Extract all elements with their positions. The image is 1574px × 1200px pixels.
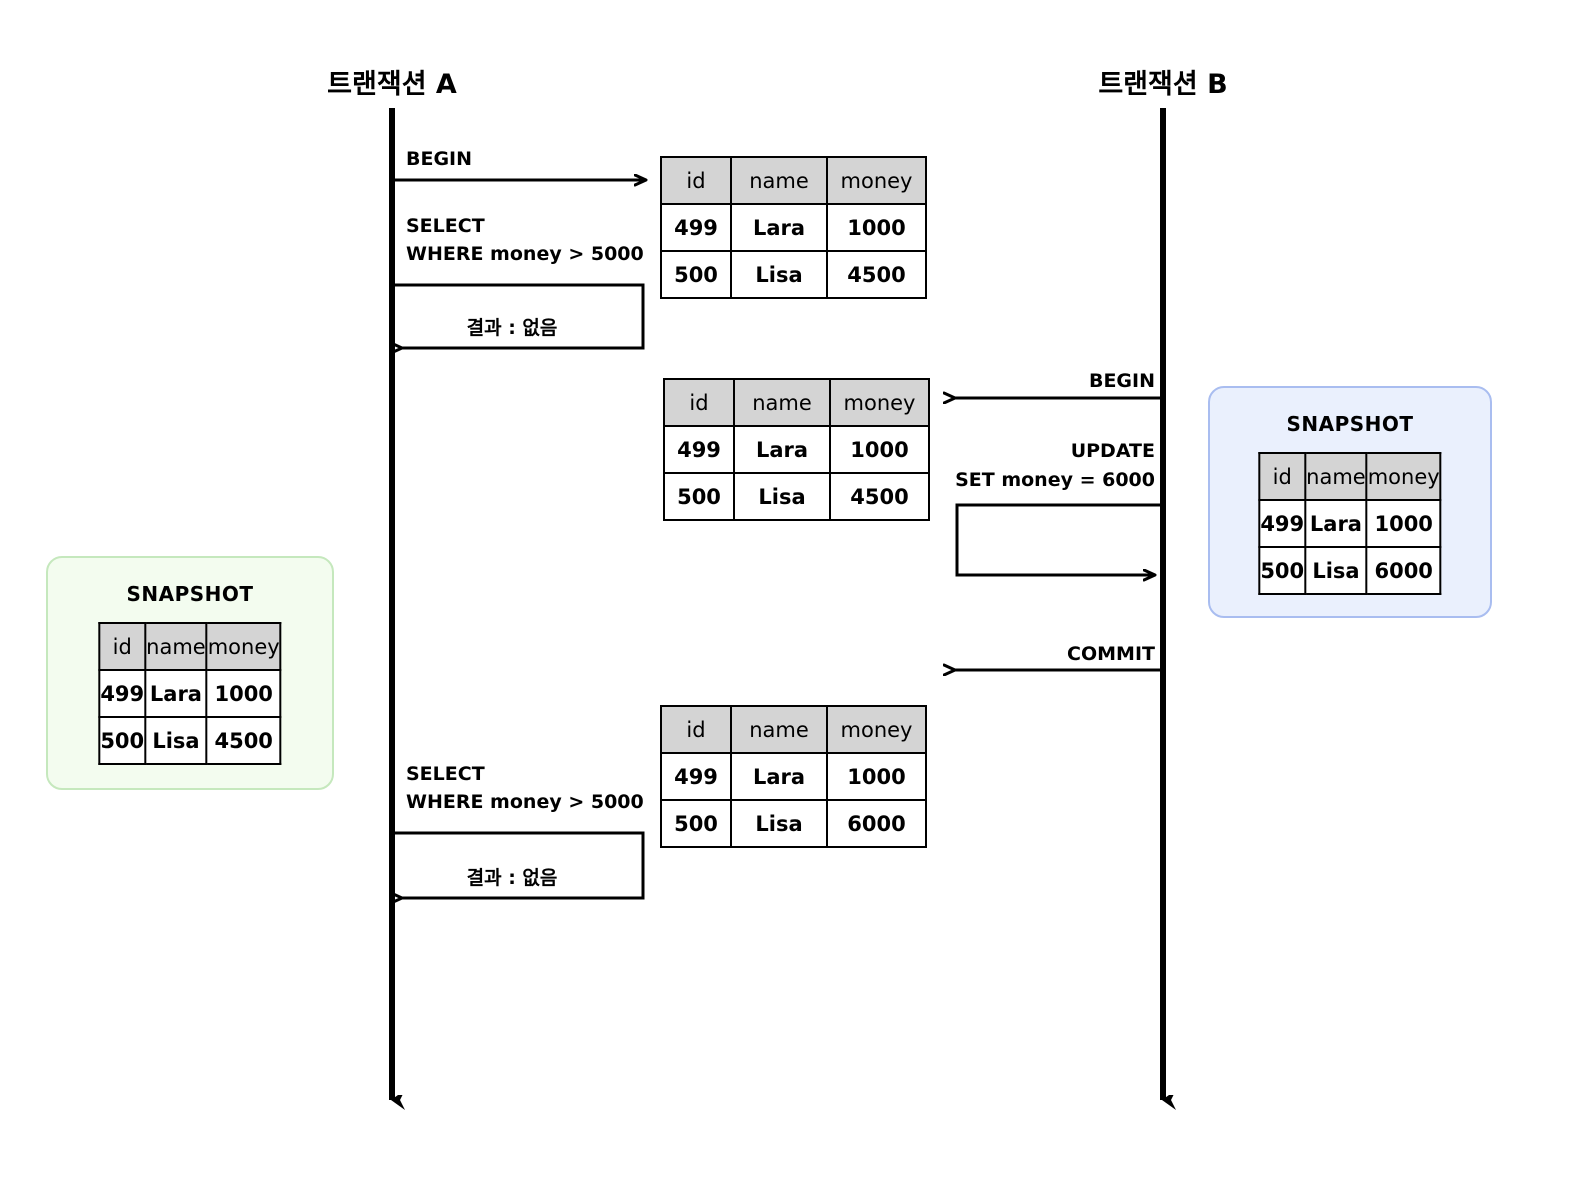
- snapshot-a-table: id name money 499 Lara 1000 500 Lisa 450…: [98, 622, 282, 765]
- cell-name: Lisa: [733, 472, 831, 521]
- table-header-row: id name money: [1258, 452, 1442, 501]
- cell-id: 500: [660, 250, 732, 299]
- col-header-name: name: [144, 622, 208, 671]
- db-state-table-top: id name money 499 Lara 1000 500 Lisa 450…: [660, 156, 927, 299]
- table-row: 499 Lara 1000: [660, 752, 927, 801]
- table-row: 500 Lisa 6000: [660, 799, 927, 848]
- cell-money: 1000: [829, 425, 930, 474]
- cell-name: Lisa: [1304, 546, 1368, 595]
- snapshot-b-title: SNAPSHOT: [1286, 412, 1414, 436]
- cell-money: 1000: [826, 752, 927, 801]
- table-header-row: id name money: [660, 705, 927, 754]
- snapshot-panel-a: SNAPSHOT id name money 499 Lara 1000 500…: [46, 556, 334, 790]
- snapshot-b-table: id name money 499 Lara 1000 500 Lisa 600…: [1258, 452, 1442, 595]
- cell-name: Lara: [144, 669, 208, 718]
- col-header-id: id: [660, 705, 732, 754]
- table-row: 499 Lara 1000: [663, 425, 930, 474]
- cell-name: Lisa: [730, 799, 828, 848]
- col-header-name: name: [730, 705, 828, 754]
- col-header-money: money: [205, 622, 282, 671]
- table-row: 499 Lara 1000: [98, 669, 282, 718]
- col-header-money: money: [829, 378, 930, 427]
- db-state-table-middle: id name money 499 Lara 1000 500 Lisa 450…: [663, 378, 930, 521]
- cell-name: Lara: [730, 203, 828, 252]
- col-header-money: money: [826, 705, 927, 754]
- label-b-update-line2: SET money = 6000: [955, 469, 1155, 491]
- cell-money: 4500: [205, 716, 282, 765]
- table-row: 500 Lisa 4500: [663, 472, 930, 521]
- col-header-money: money: [826, 156, 927, 205]
- cell-money: 6000: [826, 799, 927, 848]
- arrow-b-update: [955, 503, 1161, 575]
- cell-money: 1000: [826, 203, 927, 252]
- cell-name: Lisa: [144, 716, 208, 765]
- table-row: 499 Lara 1000: [1258, 499, 1442, 548]
- label-a-select-2-line1: SELECT: [406, 763, 485, 785]
- table-header-row: id name money: [98, 622, 282, 671]
- table-row: 500 Lisa 6000: [1258, 546, 1442, 595]
- col-header-name: name: [733, 378, 831, 427]
- col-header-name: name: [1304, 452, 1368, 501]
- table-header-row: id name money: [660, 156, 927, 205]
- cell-money: 1000: [205, 669, 282, 718]
- cell-id: 499: [660, 203, 732, 252]
- table-header-row: id name money: [663, 378, 930, 427]
- label-a-select-2-line2: WHERE money > 5000: [406, 791, 644, 813]
- lifeline-title-b: 트랜잭션 B: [1098, 69, 1228, 100]
- label-a-begin: BEGIN: [406, 148, 473, 170]
- lifeline-title-a: 트랜잭션 A: [327, 69, 457, 100]
- cell-name: Lisa: [730, 250, 828, 299]
- label-b-commit: COMMIT: [1067, 643, 1155, 665]
- table-row: 500 Lisa 4500: [660, 250, 927, 299]
- db-state-table-bottom: id name money 499 Lara 1000 500 Lisa 600…: [660, 705, 927, 848]
- label-b-update-line1: UPDATE: [1070, 440, 1155, 462]
- cell-money: 1000: [1365, 499, 1442, 548]
- label-a-result-2: 결과 : 없음: [466, 867, 558, 889]
- cell-id: 499: [660, 752, 732, 801]
- cell-id: 499: [98, 669, 147, 718]
- cell-name: Lara: [733, 425, 831, 474]
- label-a-select-1-line1: SELECT: [406, 215, 485, 237]
- cell-money: 6000: [1365, 546, 1442, 595]
- cell-id: 500: [98, 716, 147, 765]
- col-header-id: id: [1258, 452, 1307, 501]
- cell-id: 500: [663, 472, 735, 521]
- cell-name: Lara: [730, 752, 828, 801]
- cell-money: 4500: [829, 472, 930, 521]
- col-header-name: name: [730, 156, 828, 205]
- label-a-result-1: 결과 : 없음: [466, 317, 558, 339]
- cell-id: 500: [1258, 546, 1307, 595]
- cell-id: 499: [1258, 499, 1307, 548]
- col-header-id: id: [660, 156, 732, 205]
- cell-name: Lara: [1304, 499, 1368, 548]
- col-header-id: id: [663, 378, 735, 427]
- snapshot-panel-b: SNAPSHOT id name money 499 Lara 1000 500…: [1208, 386, 1492, 618]
- col-header-id: id: [98, 622, 147, 671]
- cell-id: 500: [660, 799, 732, 848]
- col-header-money: money: [1365, 452, 1442, 501]
- table-row: 500 Lisa 4500: [98, 716, 282, 765]
- table-row: 499 Lara 1000: [660, 203, 927, 252]
- cell-money: 4500: [826, 250, 927, 299]
- label-b-begin: BEGIN: [1088, 370, 1155, 392]
- cell-id: 499: [663, 425, 735, 474]
- snapshot-a-title: SNAPSHOT: [126, 582, 254, 606]
- label-a-select-1-line2: WHERE money > 5000: [406, 243, 644, 265]
